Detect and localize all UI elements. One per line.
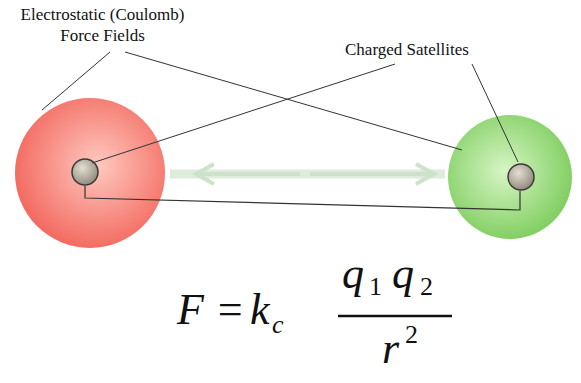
- formula-subscript: c: [272, 312, 284, 338]
- arrow-head: [310, 164, 434, 184]
- formula-symbol: k: [250, 288, 270, 332]
- formula-symbol: r: [382, 327, 399, 371]
- callout-label: Charged Satellites: [345, 41, 469, 58]
- formula-superscript: 2: [405, 322, 418, 348]
- formula-symbol: F =: [177, 288, 245, 332]
- arrow-head: [196, 164, 300, 184]
- satellite: [508, 164, 534, 190]
- green-force-field: [448, 115, 572, 239]
- callout-label: Electrostatic (Coulomb) Force Fields: [5, 4, 200, 47]
- force-arrows: [170, 164, 445, 184]
- fraction-bar: [338, 315, 452, 318]
- formula-symbol: q: [342, 252, 364, 296]
- leader-line: [42, 52, 110, 110]
- red-force-field: [15, 98, 165, 248]
- formula-symbol: q: [392, 252, 414, 296]
- leader-line: [472, 64, 518, 162]
- distance-bracket: [85, 186, 520, 210]
- formula-subscript: 2: [420, 274, 433, 300]
- satellite: [72, 159, 98, 185]
- leader-line: [92, 64, 395, 163]
- formula-subscript: 1: [369, 274, 382, 300]
